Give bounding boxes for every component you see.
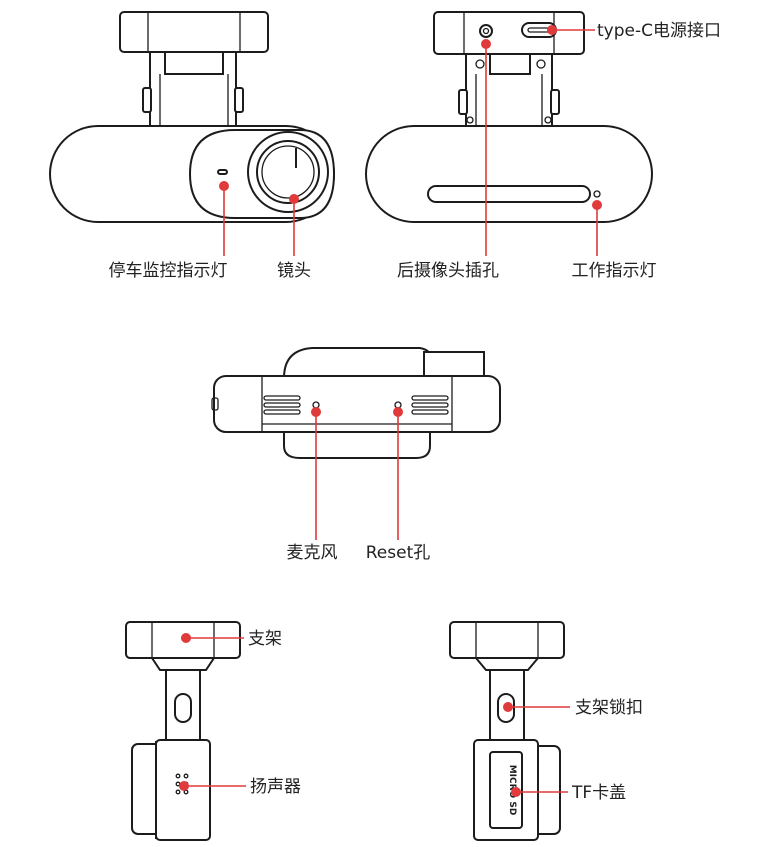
bottom-view [211, 347, 501, 459]
front-mount-plate [164, 51, 224, 75]
callout-dot [547, 25, 557, 35]
label-microphone: 麦克风 [287, 543, 338, 563]
callout-dot [311, 407, 321, 417]
mic-grille-left [263, 395, 301, 415]
label-work-led: 工作指示灯 [572, 261, 657, 281]
bottom-camera-body [213, 375, 501, 433]
leaders [179, 25, 602, 797]
label-mount: 支架 [248, 629, 282, 649]
label-mount-lock: 支架锁扣 [575, 698, 643, 718]
label-lens: 镜头 [277, 261, 311, 281]
label-speaker: 扬声器 [250, 777, 301, 797]
rear-mount-block [433, 11, 585, 55]
front-mount-block [119, 11, 269, 53]
side2-mount-block [449, 621, 565, 659]
lens-outer-ring [247, 131, 329, 213]
side-view-left [125, 621, 241, 841]
label-tf-cover: TF卡盖 [571, 783, 626, 803]
front-view [49, 11, 336, 223]
bottom-mount-top [282, 347, 431, 379]
rear-view [365, 11, 653, 223]
callout-dot [289, 194, 299, 204]
tf-cover-icon [489, 751, 523, 829]
parking-led-icon [217, 169, 228, 175]
label-rear-camera-jack: 后摄像头插孔 [397, 261, 499, 281]
side-mount-arm [165, 669, 201, 743]
callout-dot [481, 39, 491, 49]
mount-lock-icon [497, 693, 515, 723]
label-typec-port: type-C电源接口 [597, 21, 721, 41]
callout-dot [179, 781, 189, 791]
callout-dot [592, 200, 602, 210]
side-lock-icon [174, 693, 192, 723]
rear-screen-slot [427, 185, 591, 203]
work-led-icon [593, 190, 601, 198]
side-view-right: MICRO SD [449, 621, 565, 841]
callout-dot [219, 181, 229, 191]
label-reset-hole: Reset孔 [366, 543, 431, 563]
speaker-grille-right [411, 395, 449, 415]
side2-camera-body [473, 739, 539, 841]
rear-camera-body [365, 125, 653, 223]
rear-camera-jack-icon [479, 24, 493, 38]
callout-dot [503, 702, 513, 712]
callout-dot [393, 407, 403, 417]
labels: type-C电源接口 停车监控指示灯 镜头 后摄像头插孔 工作指示灯 麦克风 R… [109, 21, 721, 803]
bottom-mount-base [283, 429, 431, 459]
callout-dot [181, 633, 191, 643]
callout-dot [511, 787, 521, 797]
label-parking-led: 停车监控指示灯 [109, 261, 228, 281]
